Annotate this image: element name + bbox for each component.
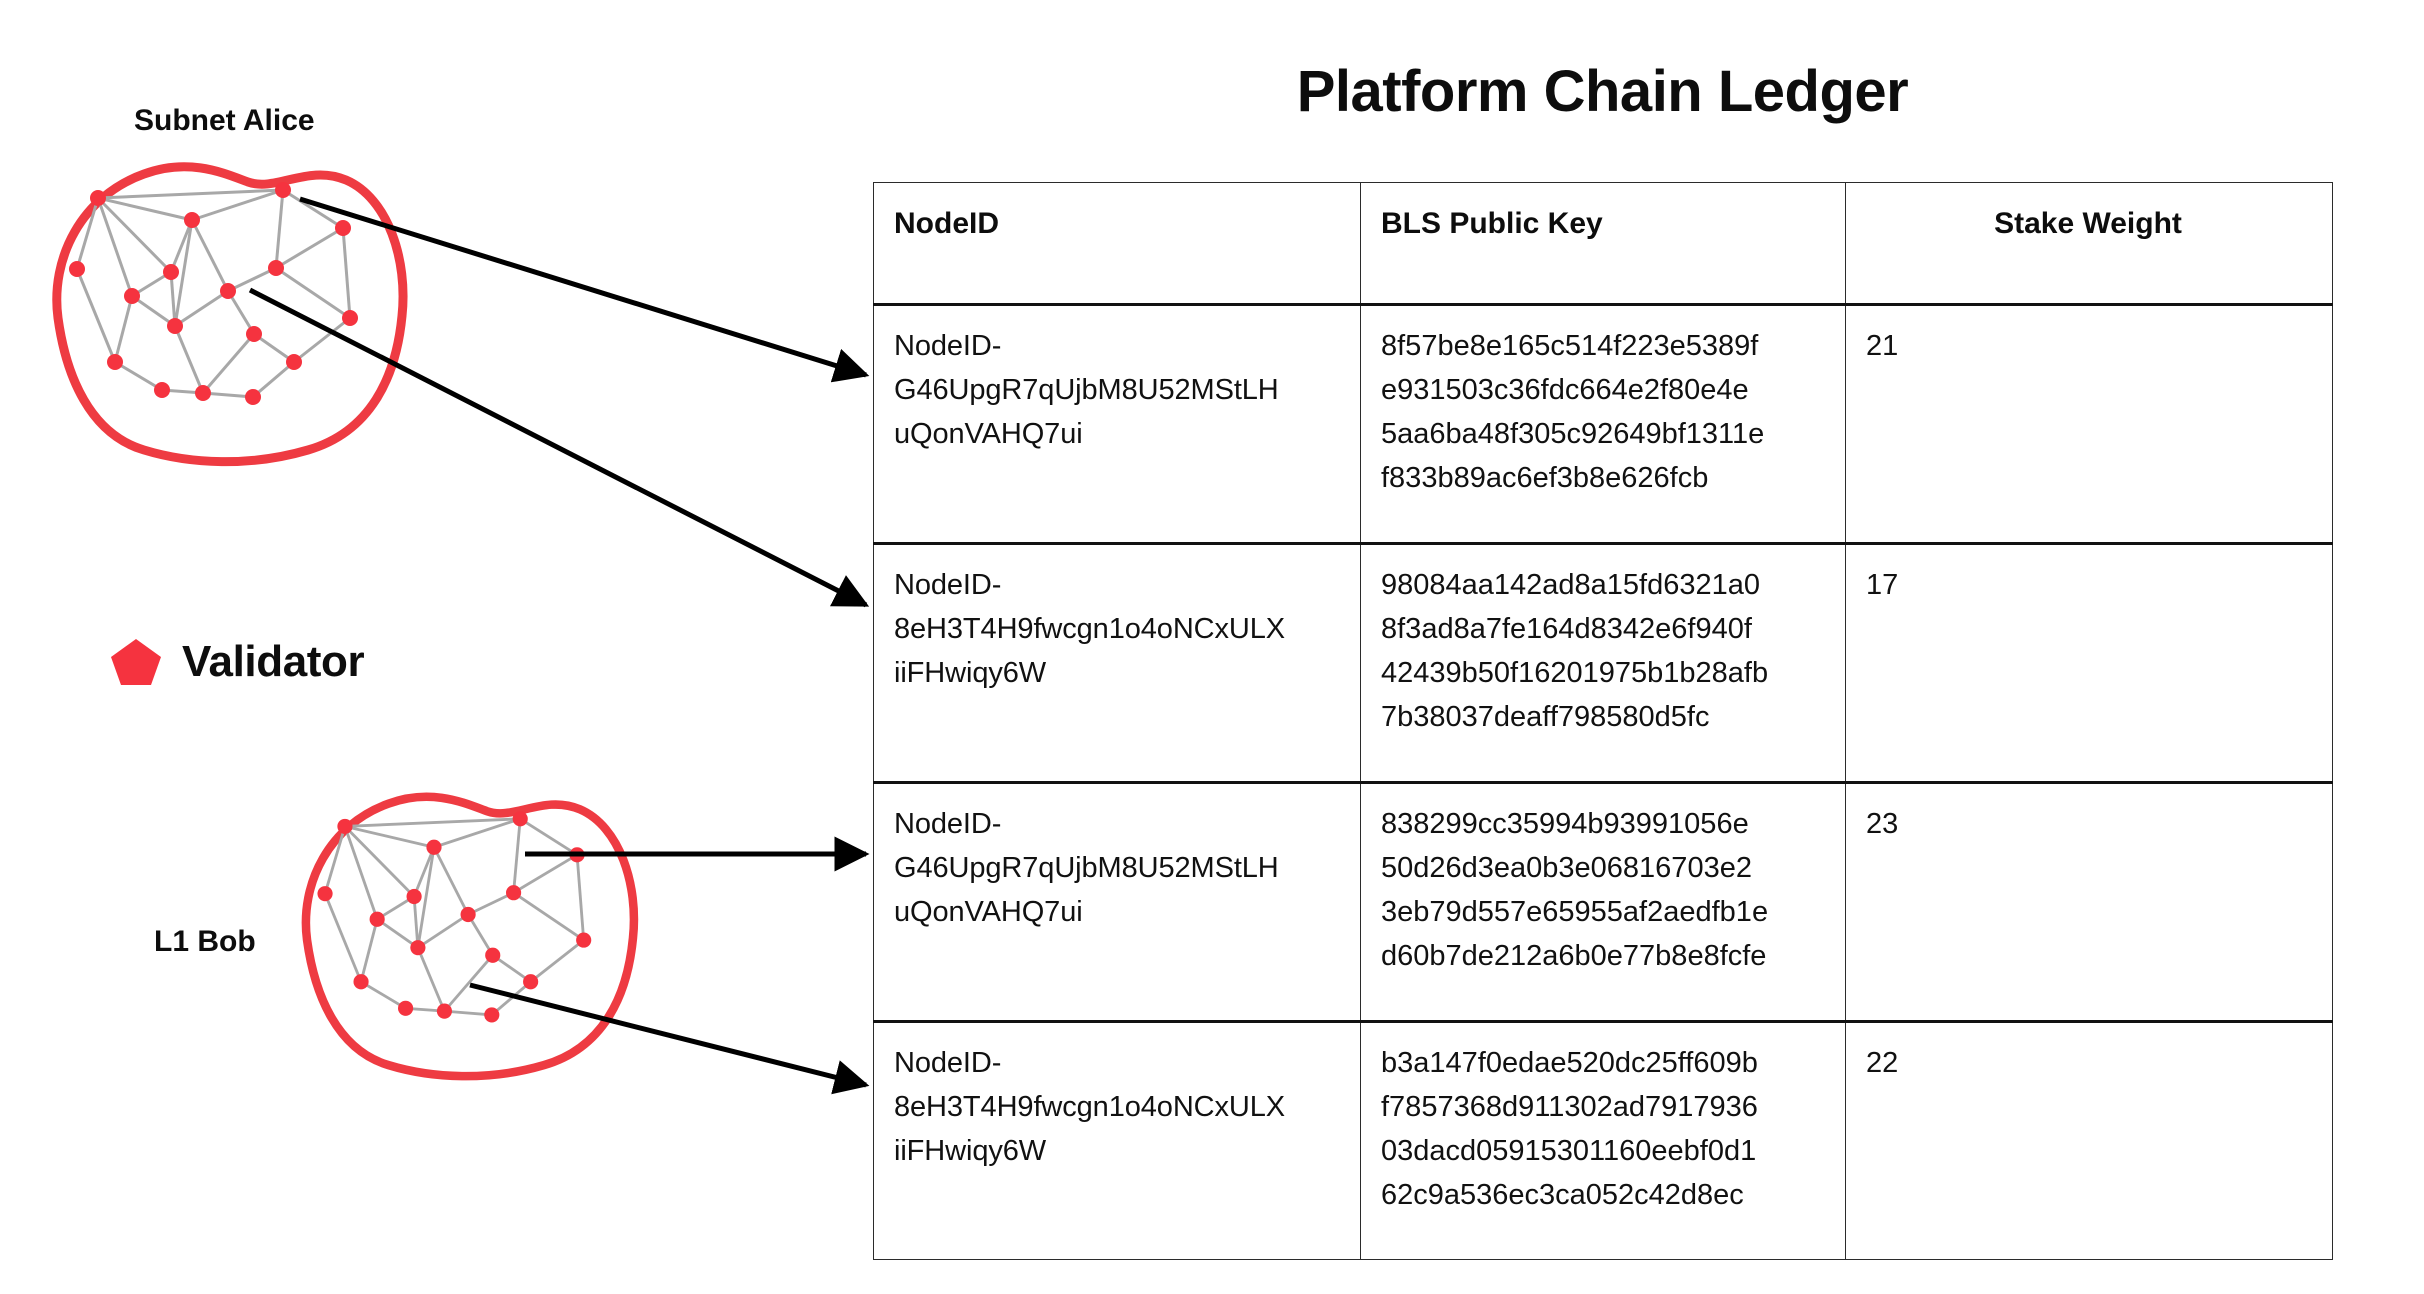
table-row: NodeID- 8eH3T4H9fwcgn1o4oNCxULX iiFHwiqy…: [873, 542, 2333, 783]
cell-stake-weight: 21: [1845, 304, 2333, 544]
nodeid-line: G46UpgR7qUjbM8U52MStLH: [894, 852, 1279, 885]
subnet-alice-svg: [52, 162, 408, 467]
pentagon-icon: [111, 639, 161, 685]
bls-line: f7857368d911302ad7917936: [1381, 1091, 1758, 1124]
bls-line: 50d26d3ea0b3e06816703e2: [1381, 852, 1752, 885]
cell-nodeid: NodeID- 8eH3T4H9fwcgn1o4oNCxULX iiFHwiqy…: [873, 542, 1361, 783]
bls-line: 7b38037deaff798580d5fc: [1381, 701, 1710, 734]
bls-line: b3a147f0edae520dc25ff609b: [1381, 1047, 1758, 1079]
bls-line: 5aa6ba48f305c92649bf1311e: [1381, 418, 1765, 451]
column-header-nodeid[interactable]: NodeID: [873, 182, 1361, 306]
validator-legend-label: Validator: [182, 637, 365, 686]
table-header: NodeID BLS Public Key Stake Weight: [873, 182, 2333, 306]
cell-stake-weight: 23: [1845, 781, 2333, 1022]
bls-line: 838299cc35994b93991056e: [1381, 808, 1749, 840]
cell-nodeid: NodeID- 8eH3T4H9fwcgn1o4oNCxULX iiFHwiqy…: [873, 1020, 1361, 1260]
nodeid-line: 8eH3T4H9fwcgn1o4oNCxULX: [894, 1091, 1286, 1124]
bls-line: 42439b50f16201975b1b28afb: [1381, 657, 1769, 690]
subnet-alice-network-graphic: [40, 150, 420, 470]
table-row: NodeID- G46UpgR7qUjbM8U52MStLH uQonVAHQ7…: [873, 304, 2333, 544]
nodeid-line: iiFHwiqy6W: [894, 1135, 1047, 1168]
nodeid-line: iiFHwiqy6W: [894, 657, 1047, 690]
cell-nodeid: NodeID- G46UpgR7qUjbM8U52MStLH uQonVAHQ7…: [873, 304, 1361, 544]
l1-bob-svg: [301, 792, 639, 1081]
cell-bls-public-key: 98084aa142ad8a15fd6321a0 8f3ad8a7fe164d8…: [1360, 542, 1846, 783]
bls-line: f833b89ac6ef3b8e626fcb: [1381, 462, 1709, 495]
table-body: NodeID- G46UpgR7qUjbM8U52MStLH uQonVAHQ7…: [873, 304, 2333, 1260]
l1-bob-edges: [323, 817, 586, 1017]
subnet-alice-label: Subnet Alice: [134, 104, 315, 137]
table-header-row: NodeID BLS Public Key Stake Weight: [873, 182, 2333, 306]
cell-nodeid: NodeID- G46UpgR7qUjbM8U52MStLH uQonVAHQ7…: [873, 781, 1361, 1022]
nodeid-line: NodeID-: [894, 808, 1002, 840]
page-title: Platform Chain Ledger: [1296, 59, 1909, 124]
cell-bls-public-key: 8f57be8e165c514f223e5389f e931503c36fdc6…: [1360, 304, 1846, 544]
bls-line: e931503c36fdc664e2f80e4e: [1381, 374, 1749, 407]
bls-line: 62c9a536ec3ca052c42d8ec: [1381, 1179, 1744, 1212]
l1-bob-label: L1 Bob: [154, 925, 256, 958]
nodeid-line: NodeID-: [894, 1047, 1002, 1079]
cell-stake-weight: 22: [1845, 1020, 2333, 1260]
nodeid-line: uQonVAHQ7ui: [894, 418, 1083, 451]
l1-boundary: [301, 792, 639, 1081]
bls-line: d60b7de212a6b0e77b8e8fcfe: [1381, 940, 1767, 973]
nodeid-line: G46UpgR7qUjbM8U52MStLH: [894, 374, 1279, 407]
validator-legend: Validator: [110, 637, 365, 687]
column-header-bls-public-key[interactable]: BLS Public Key: [1360, 182, 1846, 306]
cell-bls-public-key: 838299cc35994b93991056e 50d26d3ea0b3e068…: [1360, 781, 1846, 1022]
bls-line: 98084aa142ad8a15fd6321a0: [1381, 569, 1761, 601]
platform-chain-ledger-table: NodeID BLS Public Key Stake Weight NodeI…: [873, 182, 2333, 1260]
bls-line: 8f3ad8a7fe164d8342e6f940f: [1381, 613, 1752, 646]
cell-stake-weight: 17: [1845, 542, 2333, 783]
bls-line: 8f57be8e165c514f223e5389f: [1381, 330, 1759, 362]
bls-line: 03dacd05915301160eebf0d1: [1381, 1135, 1757, 1168]
l1-bob-validator-nodes: [317, 811, 592, 1023]
table-row: NodeID- 8eH3T4H9fwcgn1o4oNCxULX iiFHwiqy…: [873, 1020, 2333, 1260]
nodeid-line: NodeID-: [894, 330, 1002, 362]
nodeid-line: uQonVAHQ7ui: [894, 896, 1083, 929]
bls-line: 3eb79d557e65955af2aedfb1e: [1381, 896, 1769, 929]
nodeid-line: 8eH3T4H9fwcgn1o4oNCxULX: [894, 613, 1286, 646]
l1-bob-network-graphic: [290, 780, 650, 1085]
table-row: NodeID- G46UpgR7qUjbM8U52MStLH uQonVAHQ7…: [873, 781, 2333, 1022]
cell-bls-public-key: b3a147f0edae520dc25ff609b f7857368d91130…: [1360, 1020, 1846, 1260]
column-header-stake-weight[interactable]: Stake Weight: [1845, 182, 2333, 306]
nodeid-line: NodeID-: [894, 569, 1002, 601]
